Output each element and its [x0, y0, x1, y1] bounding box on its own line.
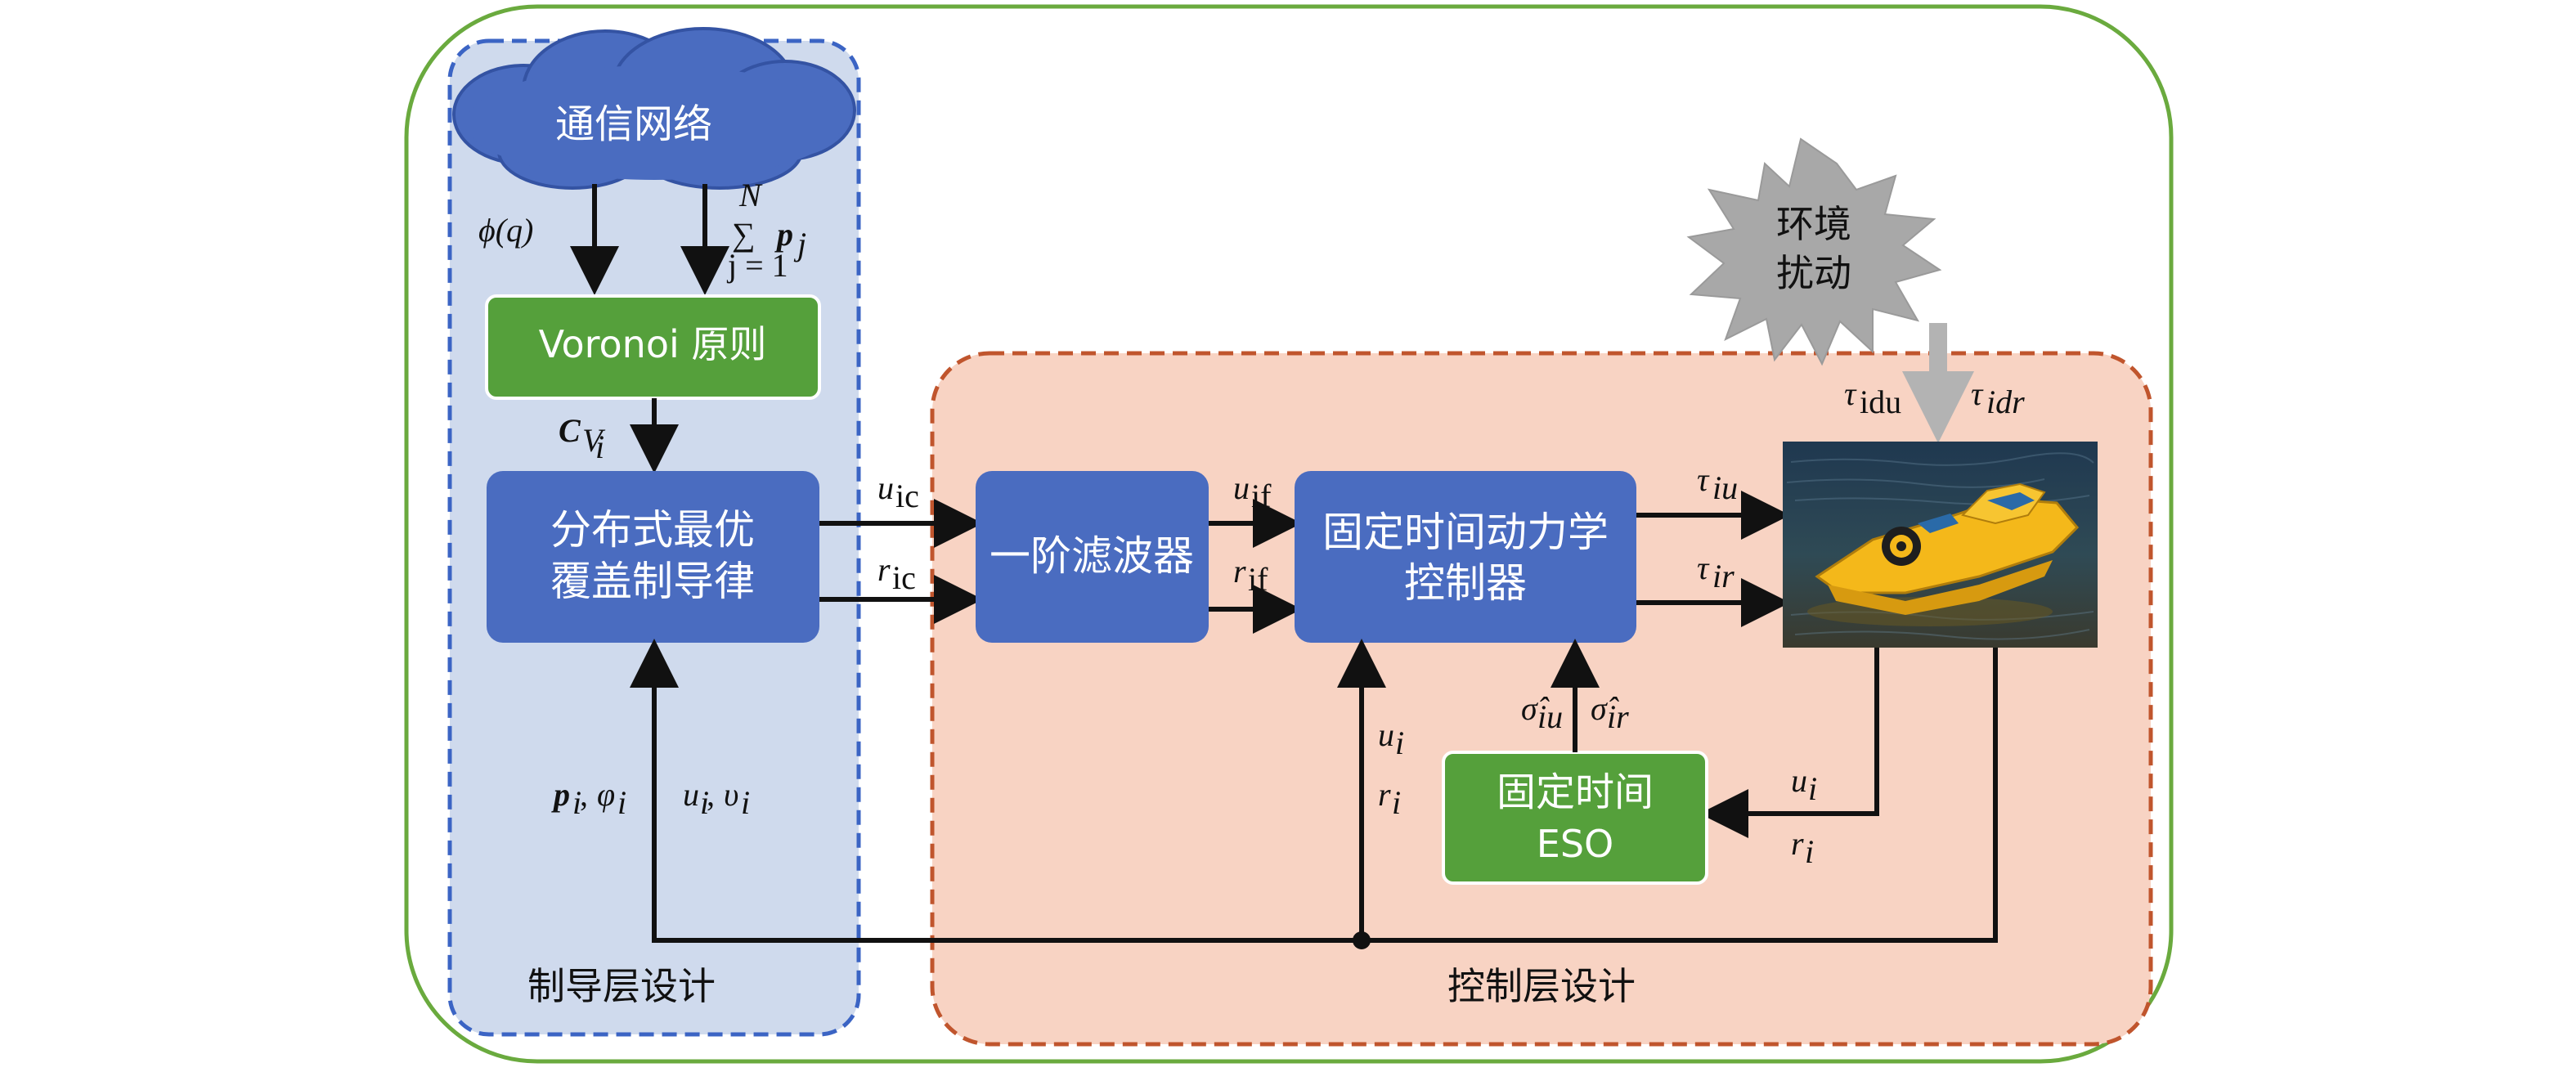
tau-idu-label: τ idu [1844, 375, 1901, 420]
svg-text:p: p [551, 776, 570, 813]
svg-text:u: u [1378, 716, 1394, 753]
sum-pj-label: N ∑ j = 1 p j [726, 177, 806, 284]
tau-ir-label: τ ir [1697, 549, 1735, 594]
svg-text:覆盖制导律: 覆盖制导律 [550, 558, 755, 605]
uif-label: u if [1233, 469, 1272, 514]
p-phi-label: p i , φ i [551, 776, 626, 821]
svg-text:控制器: 控制器 [1404, 559, 1527, 607]
svg-text:φ: φ [597, 776, 615, 813]
svg-text:j: j [793, 226, 806, 262]
ric-label: r ic [877, 551, 916, 596]
eso-ui-label: u i [1791, 762, 1817, 807]
svg-text:i: i [595, 428, 604, 465]
svg-text:u: u [1791, 762, 1807, 799]
svg-text:r: r [1791, 825, 1804, 862]
svg-text:一阶滤波器: 一阶滤波器 [990, 532, 1194, 580]
svg-text:if: if [1248, 561, 1268, 598]
svg-text:ir: ir [1607, 698, 1629, 735]
svg-text:r: r [877, 551, 891, 588]
guidance-layer-label: 制导层设计 [527, 964, 716, 1008]
phi-q-label: ϕ(q) [478, 212, 533, 249]
svg-text:i: i [741, 784, 750, 821]
rif-label: r if [1233, 553, 1268, 598]
svg-text:i: i [572, 784, 581, 821]
guidance-law-block: 分布式最优 覆盖制导律 [487, 471, 819, 643]
svg-text:i: i [1808, 770, 1817, 807]
svg-text:υ: υ [724, 776, 738, 813]
svg-text:j = 1: j = 1 [726, 247, 788, 284]
control-layer-label: 控制层设计 [1447, 964, 1636, 1008]
outer-frame [404, 4, 2174, 1064]
svg-text:i: i [1805, 833, 1814, 870]
svg-text:C: C [559, 412, 581, 449]
boat-photo [1783, 442, 2098, 648]
first-order-filter-block: 一阶滤波器 [976, 471, 1209, 643]
svg-text:u: u [683, 776, 699, 813]
svg-text:idu: idu [1860, 383, 1901, 420]
svg-text:ir: ir [1712, 558, 1735, 594]
fixed-time-eso-block: 固定时间 ESO [1442, 751, 1708, 885]
svg-text:u: u [877, 469, 894, 506]
svg-text:if: if [1251, 478, 1272, 514]
svg-text:τ: τ [1844, 375, 1857, 412]
svg-text:i: i [617, 784, 626, 821]
svg-text:N: N [738, 177, 763, 213]
svg-text:ic: ic [892, 559, 916, 596]
ctrl-ui-label: u i [1378, 716, 1404, 761]
svg-text:固定时间: 固定时间 [1497, 769, 1654, 815]
svg-text:τ: τ [1697, 461, 1710, 498]
svg-text:扰动: 扰动 [1776, 251, 1851, 295]
svg-text:ESO: ESO [1537, 822, 1613, 866]
communication-network-cloud: 通信网络 [452, 27, 856, 190]
svg-text:i: i [700, 784, 709, 821]
svg-text:idr: idr [1986, 383, 2025, 420]
svg-text:r: r [1233, 553, 1246, 590]
voronoi-block: Voronoi 原则 [485, 294, 821, 400]
svg-text:Voronoi 原则: Voronoi 原则 [539, 322, 767, 366]
svg-text:∑: ∑ [732, 216, 756, 253]
svg-text:,: , [707, 776, 715, 813]
fixed-time-dynamics-controller-block: 固定时间动力学 控制器 [1295, 471, 1636, 643]
svg-text:V: V [582, 422, 606, 459]
svg-text:i: i [1392, 784, 1401, 821]
svg-text:环境: 环境 [1776, 202, 1851, 246]
svg-text:r: r [1378, 776, 1391, 813]
svg-text:iu: iu [1712, 469, 1738, 506]
cv-label: C V i [559, 412, 606, 465]
svg-text:i: i [1395, 724, 1404, 761]
svg-text:p: p [774, 216, 793, 253]
svg-text:ic: ic [895, 478, 919, 514]
eso-ri-label: r i [1791, 825, 1814, 870]
svg-text:固定时间动力学: 固定时间动力学 [1322, 509, 1609, 556]
network-label: 通信网络 [555, 101, 712, 147]
ctrl-ri-label: r i [1378, 776, 1401, 821]
svg-text:u: u [1233, 469, 1250, 506]
sigma-iu-label: σ̂ iu [1521, 690, 1563, 735]
svg-text:τ: τ [1697, 549, 1710, 586]
uic-label: u ic [877, 469, 919, 514]
boat-to-eso-arrow [1699, 648, 1879, 838]
tau-iu-label: τ iu [1697, 461, 1738, 506]
svg-text:τ: τ [1971, 375, 1984, 412]
junction-dot [1353, 931, 1371, 949]
svg-text:iu: iu [1537, 698, 1563, 735]
svg-text:,: , [580, 776, 588, 813]
u-v-label: u i , υ i [683, 776, 750, 821]
tau-idr-label: τ idr [1971, 375, 2025, 420]
environment-disturbance-burst: 环境 扰动 [1686, 137, 1942, 366]
svg-text:分布式最优: 分布式最优 [550, 506, 755, 554]
state-feedback-bus [630, 639, 1998, 943]
